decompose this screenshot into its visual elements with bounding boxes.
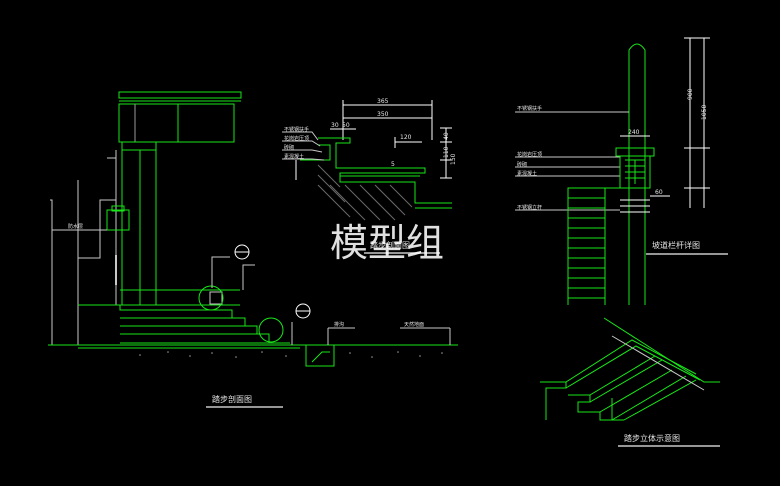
ramp-railing-drawing xyxy=(515,37,710,305)
gutter-label: 排沟 xyxy=(334,321,344,328)
step-section-title: 踏步剖面图 xyxy=(212,394,252,404)
step-axonometric-title: 踏步立体示意图 xyxy=(624,433,680,443)
detail-label-stone: 花岗岩压顶 xyxy=(284,135,309,142)
railing-label-brick: 砖砌 xyxy=(517,161,527,168)
detail-label-concrete: 素混凝土 xyxy=(284,153,304,160)
railing-label-stone: 花岗岩压顶 xyxy=(517,151,542,158)
railing-label-handrail: 不锈钢扶手 xyxy=(517,105,542,112)
ramp-railing-title: 坡道栏杆详图 xyxy=(652,240,700,250)
watermark-text: 模型组 xyxy=(330,221,444,265)
dim-5: 5 xyxy=(391,161,395,168)
dim-120: 120 xyxy=(400,134,412,141)
dim-40: 40 xyxy=(443,132,450,140)
detail-section-title: 踏步剖面图 xyxy=(370,240,410,250)
dim-50: 50 xyxy=(342,122,350,129)
railing-label-concrete: 素混凝土 xyxy=(517,170,537,177)
railing-label-post: 不锈钢立杆 xyxy=(517,204,542,211)
dim-1050: 1050 xyxy=(701,105,708,120)
ground-hatch-dots xyxy=(139,351,443,358)
step-section-circle-labels xyxy=(234,244,311,319)
detail-label-brick: 砖砌 xyxy=(284,144,294,151)
dim-350: 350 xyxy=(377,111,389,118)
dim-30: 30 xyxy=(331,122,339,129)
dim-900: 900 xyxy=(687,88,694,100)
dim-240: 240 xyxy=(628,129,640,136)
dim-150: 150 xyxy=(450,153,457,165)
detail-section-drawing xyxy=(282,100,452,221)
step-section-drawing xyxy=(48,91,458,367)
step-axonometric-drawing xyxy=(540,317,720,421)
waterproof-label: 防水层 xyxy=(68,223,83,230)
dim-365: 365 xyxy=(377,98,389,105)
detail-label-handrail: 不锈钢扶手 xyxy=(284,126,309,133)
finished-grade-label: 天然地面 xyxy=(404,321,424,328)
dim-60: 60 xyxy=(655,189,663,196)
dim-110: 110 xyxy=(443,146,450,158)
